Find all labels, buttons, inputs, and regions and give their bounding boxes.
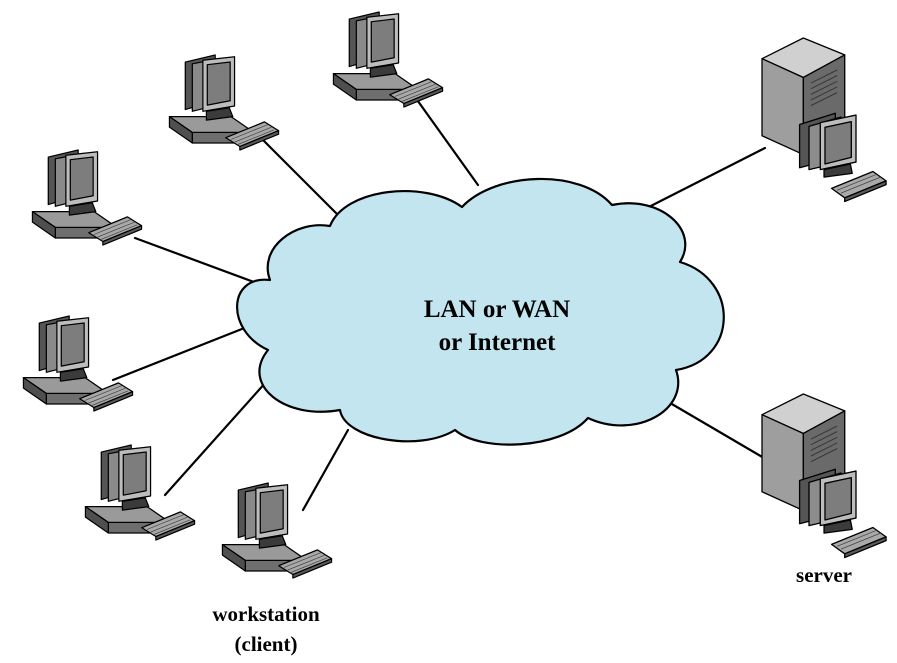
link-workstation-2: [413, 95, 480, 187]
desktop-computer-icon: [168, 54, 280, 151]
tower-server-icon: [761, 393, 887, 559]
link-workstation-3: [133, 236, 264, 287]
network-links: [111, 95, 767, 512]
desktop-computer-icon: [332, 11, 444, 108]
desktop-computer-icon: [221, 482, 333, 579]
link-server-1: [631, 146, 767, 217]
network-label-line2: or Internet: [439, 329, 557, 356]
desktop-computer-icon: [84, 444, 196, 541]
server-caption: server: [796, 563, 852, 587]
network-label-line1: LAN or WAN: [424, 296, 570, 323]
link-workstation-1: [256, 133, 347, 224]
link-server-2: [663, 398, 766, 460]
link-workstation-4: [111, 323, 254, 382]
link-workstation-5: [163, 370, 277, 497]
link-workstation-6: [301, 428, 350, 512]
workstation-caption-line2: (client): [235, 632, 298, 656]
tower-server-icon: [761, 37, 887, 203]
workstation-caption-line1: workstation: [212, 602, 320, 626]
desktop-computer-icon: [22, 315, 134, 412]
desktop-computer-icon: [31, 149, 143, 246]
network-cloud: [236, 177, 725, 446]
